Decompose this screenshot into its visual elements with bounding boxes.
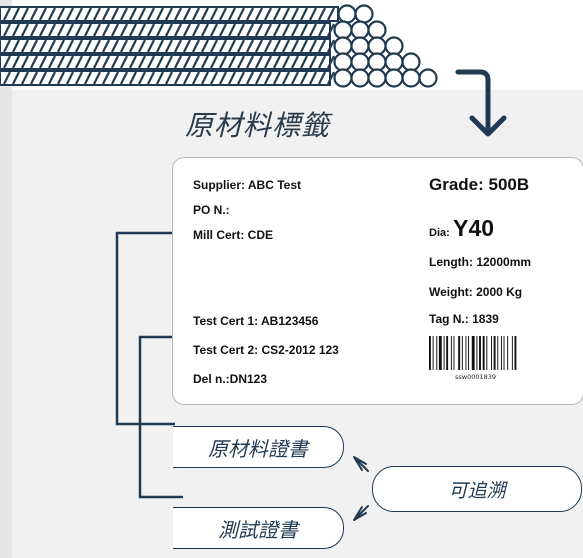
dia-label: Dia: xyxy=(429,227,450,239)
barcode-text: ssw0001839 xyxy=(455,373,497,381)
traceable-arrows xyxy=(353,456,369,521)
callout-test-cert: 測試證書 xyxy=(173,507,344,549)
raw-material-label-title: 原材料標籤 xyxy=(185,109,331,142)
callout-traceable-label: 可追溯 xyxy=(448,479,506,502)
test-cert-2-text: Test Cert 2: CS2-2012 123 xyxy=(193,343,339,357)
test-cert-1-text: Test Cert 1: AB123456 xyxy=(193,314,319,328)
weight-text: Weight: 2000 Kg xyxy=(429,285,523,299)
dia-value: Y40 xyxy=(453,215,495,241)
grade-text: Grade: 500B xyxy=(429,175,530,194)
left-strip xyxy=(0,0,12,558)
tag-text: Tag N.: 1839 xyxy=(429,312,499,326)
callout-test-cert-label: 測試證書 xyxy=(218,517,298,542)
callout-traceable: 可追溯 xyxy=(372,466,582,512)
length-text: Length: 12000mm xyxy=(429,255,532,269)
down-arrow-head xyxy=(469,115,507,137)
material-label-card: Supplier: ABC Test PO N.: Mill Cert: CDE… xyxy=(172,157,583,405)
dia-group: Dia: Y40 xyxy=(429,215,494,242)
mill-cert-text: Mill Cert: CDE xyxy=(193,228,274,242)
callout-mill-cert-label: 原材料證書 xyxy=(208,436,308,461)
barcode xyxy=(429,336,517,370)
supplier-text: Supplier: ABC Test xyxy=(193,178,302,192)
callout-mill-cert: 原材料證書 xyxy=(173,426,344,468)
del-n-text: Del n.:DN123 xyxy=(193,372,268,386)
rebar-bundle-icon xyxy=(0,4,438,88)
down-arrow-icon xyxy=(455,69,491,135)
po-text: PO N.: xyxy=(193,203,230,217)
